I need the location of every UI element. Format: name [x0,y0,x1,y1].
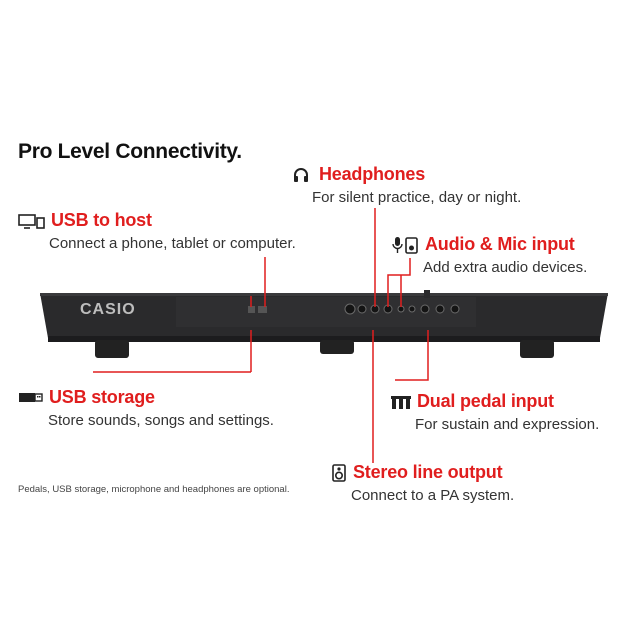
feature-usb-storage: USB storage Store sounds, songs and sett… [18,387,274,429]
speaker-icon [332,463,348,482]
optional-note: Pedals, USB storage, microphone and head… [18,484,290,495]
audio-mic-desc: Add extra audio devices. [423,259,588,276]
brand-logo: CASIO [80,301,136,318]
stereo-out-desc: Connect to a PA system. [351,487,515,504]
dual-pedal-desc: For sustain and expression. [415,416,600,433]
feature-headphones: Headphones For silent practice, day or n… [292,164,521,206]
headphones-desc: For silent practice, day or night. [312,189,522,206]
feature-usb-host: USB to host Connect a phone, tablet or c… [18,210,296,252]
usb-drive-icon [18,389,44,407]
dual-pedal-label: Dual pedal input [417,391,554,411]
feature-dual-pedal: Dual pedal input For sustain and express… [390,391,599,433]
microphone-audio-player-icon [392,236,420,254]
feature-audio-mic: Audio & Mic input Add extra audio device… [392,234,587,276]
usb-storage-desc: Store sounds, songs and settings. [48,412,274,429]
headphones-icon [292,166,314,184]
feature-stereo-out: Stereo line output Connect to a PA syste… [332,462,514,504]
usb-host-label: USB to host [51,210,152,230]
computer-tablet-icon [18,212,46,230]
page-title: Pro Level Connectivity. [18,140,242,163]
usb-storage-label: USB storage [49,387,155,407]
stereo-out-label: Stereo line output [353,462,503,482]
pedals-icon [390,393,412,411]
usb-host-desc: Connect a phone, tablet or computer. [49,235,296,252]
headphones-label: Headphones [319,164,426,184]
audio-mic-label: Audio & Mic input [425,234,575,254]
